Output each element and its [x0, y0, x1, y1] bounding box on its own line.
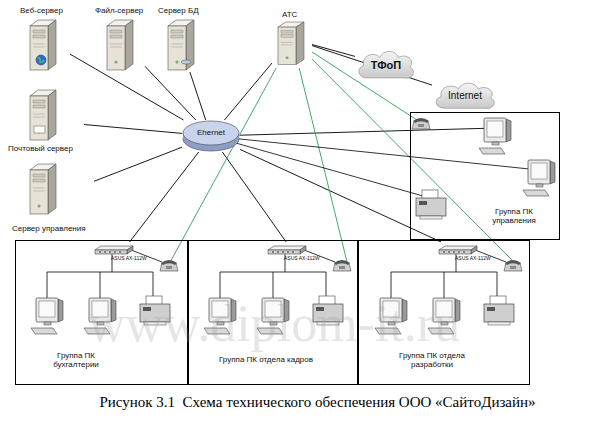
connector: [84, 125, 182, 134]
cloud-node: ТФоП: [355, 48, 417, 82]
node-label: Сервер БД: [158, 6, 199, 15]
connector: [190, 72, 206, 120]
connector: [224, 63, 272, 120]
db-disk: [181, 60, 191, 64]
server-node: Веб-сервер: [18, 6, 70, 72]
phone-icon: [412, 118, 430, 129]
node-label: Группа ПК отдела разработки: [389, 351, 475, 369]
server-icon: [30, 90, 56, 140]
disk-top: [183, 121, 239, 145]
connector: [312, 46, 432, 86]
node-label: Веб-сервер: [20, 6, 63, 15]
node-label: Группа ПК отдела кадров: [204, 355, 328, 364]
node-label: Группа ПК управления: [483, 207, 545, 225]
pc-icon: [479, 118, 511, 154]
mail-envelope: [34, 126, 45, 133]
server-icon: [107, 20, 133, 70]
group-box: Группа ПК управления: [410, 112, 560, 240]
node-label: ТФоП: [355, 59, 417, 71]
node-label: Ehernet: [182, 128, 240, 137]
connector: [240, 130, 410, 135]
switch-node: ASUS AX-112W: [266, 242, 322, 264]
connector: [182, 68, 276, 240]
connector: [222, 152, 286, 242]
server-node: Файл-сервер: [93, 6, 145, 72]
network-bus: Ehernet: [182, 120, 240, 152]
switch-node: ASUS AX-112W: [437, 242, 493, 264]
printer-icon: [416, 190, 446, 219]
node-label: АТС: [282, 10, 297, 19]
pc-icon: [523, 160, 555, 196]
pbx-icon: [278, 22, 304, 65]
watermark: www.diplom-it.ru: [88, 296, 460, 352]
server-node: Сервер БД: [156, 6, 202, 72]
server-node: Сервер управления: [8, 162, 94, 234]
node-label: Почтовый сервер: [8, 144, 73, 153]
node-label: ASUS AX-112W: [284, 255, 320, 261]
lan-wire: [211, 136, 539, 198]
figure-caption: Рисунок 3.1 Схема технического обеспечен…: [40, 393, 589, 411]
server-icon: [168, 20, 194, 70]
node-label: Группа ПК бухгалтерии: [46, 351, 106, 369]
connector: [299, 68, 341, 240]
globe-land: [38, 57, 44, 62]
node-label: ASUS AX-112W: [111, 255, 147, 261]
pbx-node: АТС: [272, 10, 312, 68]
switch-node: ASUS AX-112W: [93, 242, 149, 264]
connector: [94, 147, 182, 181]
node-label: Файл-сервер: [95, 6, 143, 15]
cloud-node: Internet: [432, 80, 498, 112]
server-icon: [30, 164, 56, 214]
server-icon: [30, 20, 56, 70]
connector: [312, 45, 355, 57]
node-label: ASUS AX-112W: [455, 255, 491, 261]
server-node: Почтовый сервер: [8, 88, 84, 154]
node-label: Internet: [432, 90, 498, 101]
globe-symbol: [36, 55, 46, 65]
server-icon: [278, 22, 304, 65]
connector: [145, 66, 196, 120]
node-label: Сервер управления: [12, 224, 86, 233]
